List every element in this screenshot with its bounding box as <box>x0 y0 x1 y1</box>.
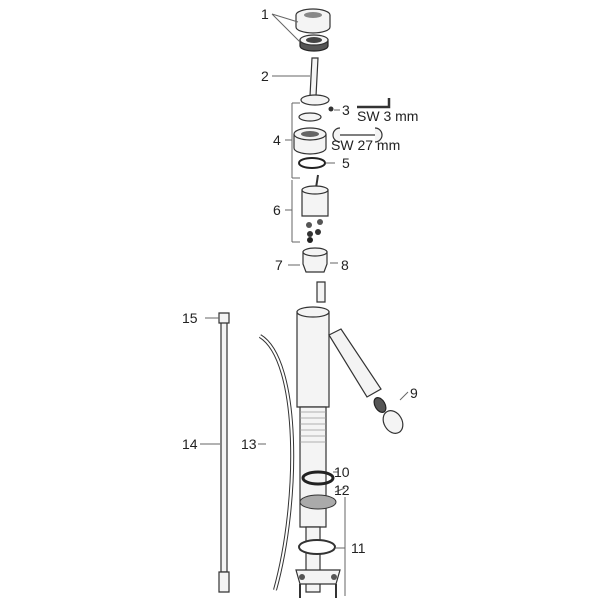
label-14: 14 <box>182 436 198 452</box>
leader-lines <box>200 13 409 596</box>
allen-key-icon <box>357 98 391 109</box>
label-3: 3 <box>342 102 350 118</box>
label-11: 11 <box>351 540 366 556</box>
part-10-o-ring <box>301 470 335 486</box>
part-12-washer <box>299 494 337 510</box>
part-5-o-ring <box>298 157 326 169</box>
part-14-supply-hose <box>218 312 230 593</box>
label-15: 15 <box>182 310 198 326</box>
part-11-mounting-plate <box>295 569 341 598</box>
label-5: 5 <box>342 155 350 171</box>
connector-nipple <box>316 281 326 303</box>
part-13-hose <box>258 334 295 591</box>
label-7: 7 <box>275 257 283 273</box>
part-6-cartridge <box>301 174 329 243</box>
part-7-8-insert <box>302 247 328 273</box>
wrench-size-label: SW 27 mm <box>331 137 400 153</box>
label-10: 10 <box>334 464 350 480</box>
part-4-nut <box>293 112 327 155</box>
label-13: 13 <box>241 436 257 452</box>
label-6: 6 <box>273 202 281 218</box>
allen-key-size-label: SW 3 mm <box>357 108 418 124</box>
part-9-aerator <box>373 397 404 434</box>
part-1-cap <box>295 8 331 52</box>
wrench-icon <box>332 127 383 143</box>
label-1: 1 <box>261 6 269 22</box>
part-3-screw <box>328 106 334 112</box>
label-9: 9 <box>410 385 418 401</box>
label-2: 2 <box>261 68 269 84</box>
label-4: 4 <box>273 132 281 148</box>
label-8: 8 <box>341 257 349 273</box>
part-2-lever <box>300 57 330 106</box>
part-11-washer <box>298 539 336 555</box>
label-12: 12 <box>334 482 350 498</box>
